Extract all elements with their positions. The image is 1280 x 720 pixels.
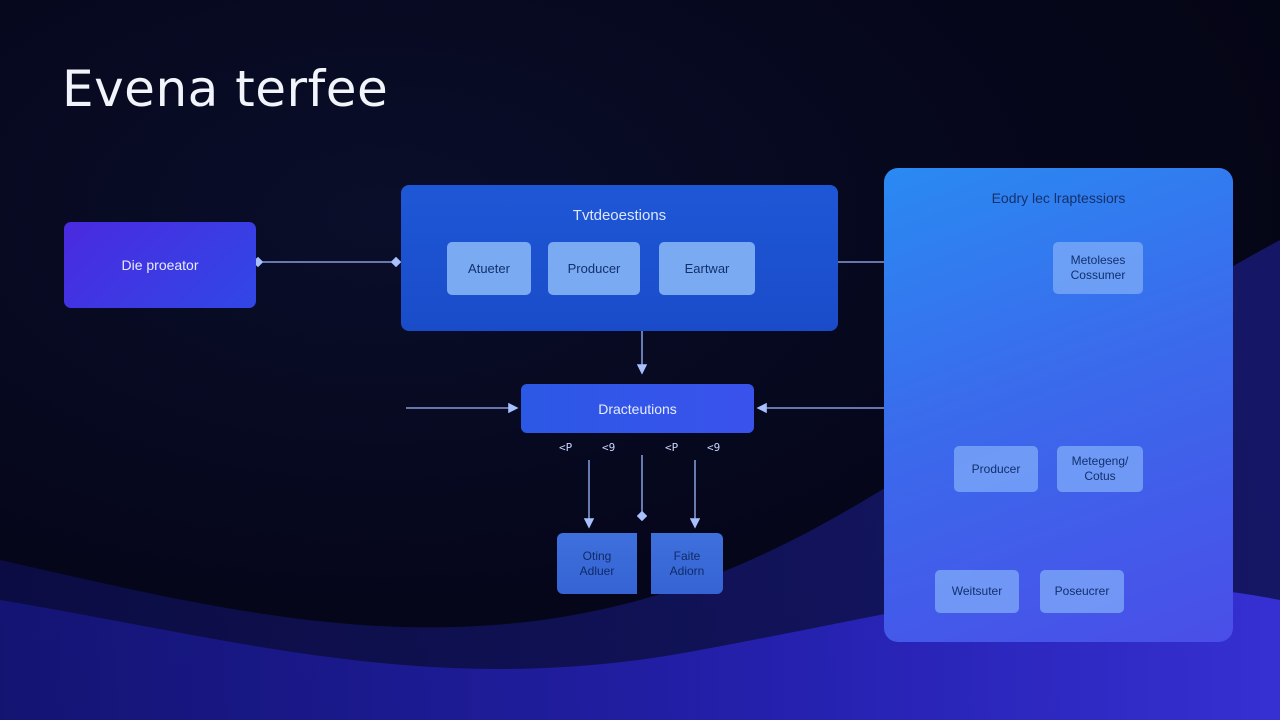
right-chip-bottom-left: Weitsuter <box>935 570 1019 613</box>
output-node-1: Oting Adluer <box>557 533 637 594</box>
port-label-1: <P <box>559 441 573 454</box>
center-panel: Tvtdeoestions Atueter Producer Eartwar <box>401 185 838 331</box>
right-chip-mid-right: Metegeng/ Cotus <box>1057 446 1143 492</box>
right-panel-title: Eodry lec lraptessiors <box>991 190 1126 206</box>
right-panel: Eodry lec lraptessiors Metoleses Cossume… <box>884 168 1233 642</box>
port-label-2: <9 <box>602 441 616 454</box>
right-chip-bottom-right: Poseucrer <box>1040 570 1124 613</box>
center-panel-title: Tvtdeoestions <box>572 207 667 224</box>
page-title: Evena terfee <box>62 60 389 118</box>
right-chip-top: Metoleses Cossumer <box>1053 242 1143 294</box>
center-chip-1: Atueter <box>447 242 531 295</box>
output-node-2: Faite Adiorn <box>651 533 723 594</box>
right-chip-mid-left: Producer <box>954 446 1038 492</box>
port-label-4: <9 <box>707 441 721 454</box>
port-label-3: <P <box>665 441 679 454</box>
center-chip-2: Producer <box>548 242 640 295</box>
queue-node: Dracteutions <box>521 384 754 433</box>
center-chip-3: Eartwar <box>659 242 755 295</box>
source-node: Die proeator <box>64 222 256 308</box>
